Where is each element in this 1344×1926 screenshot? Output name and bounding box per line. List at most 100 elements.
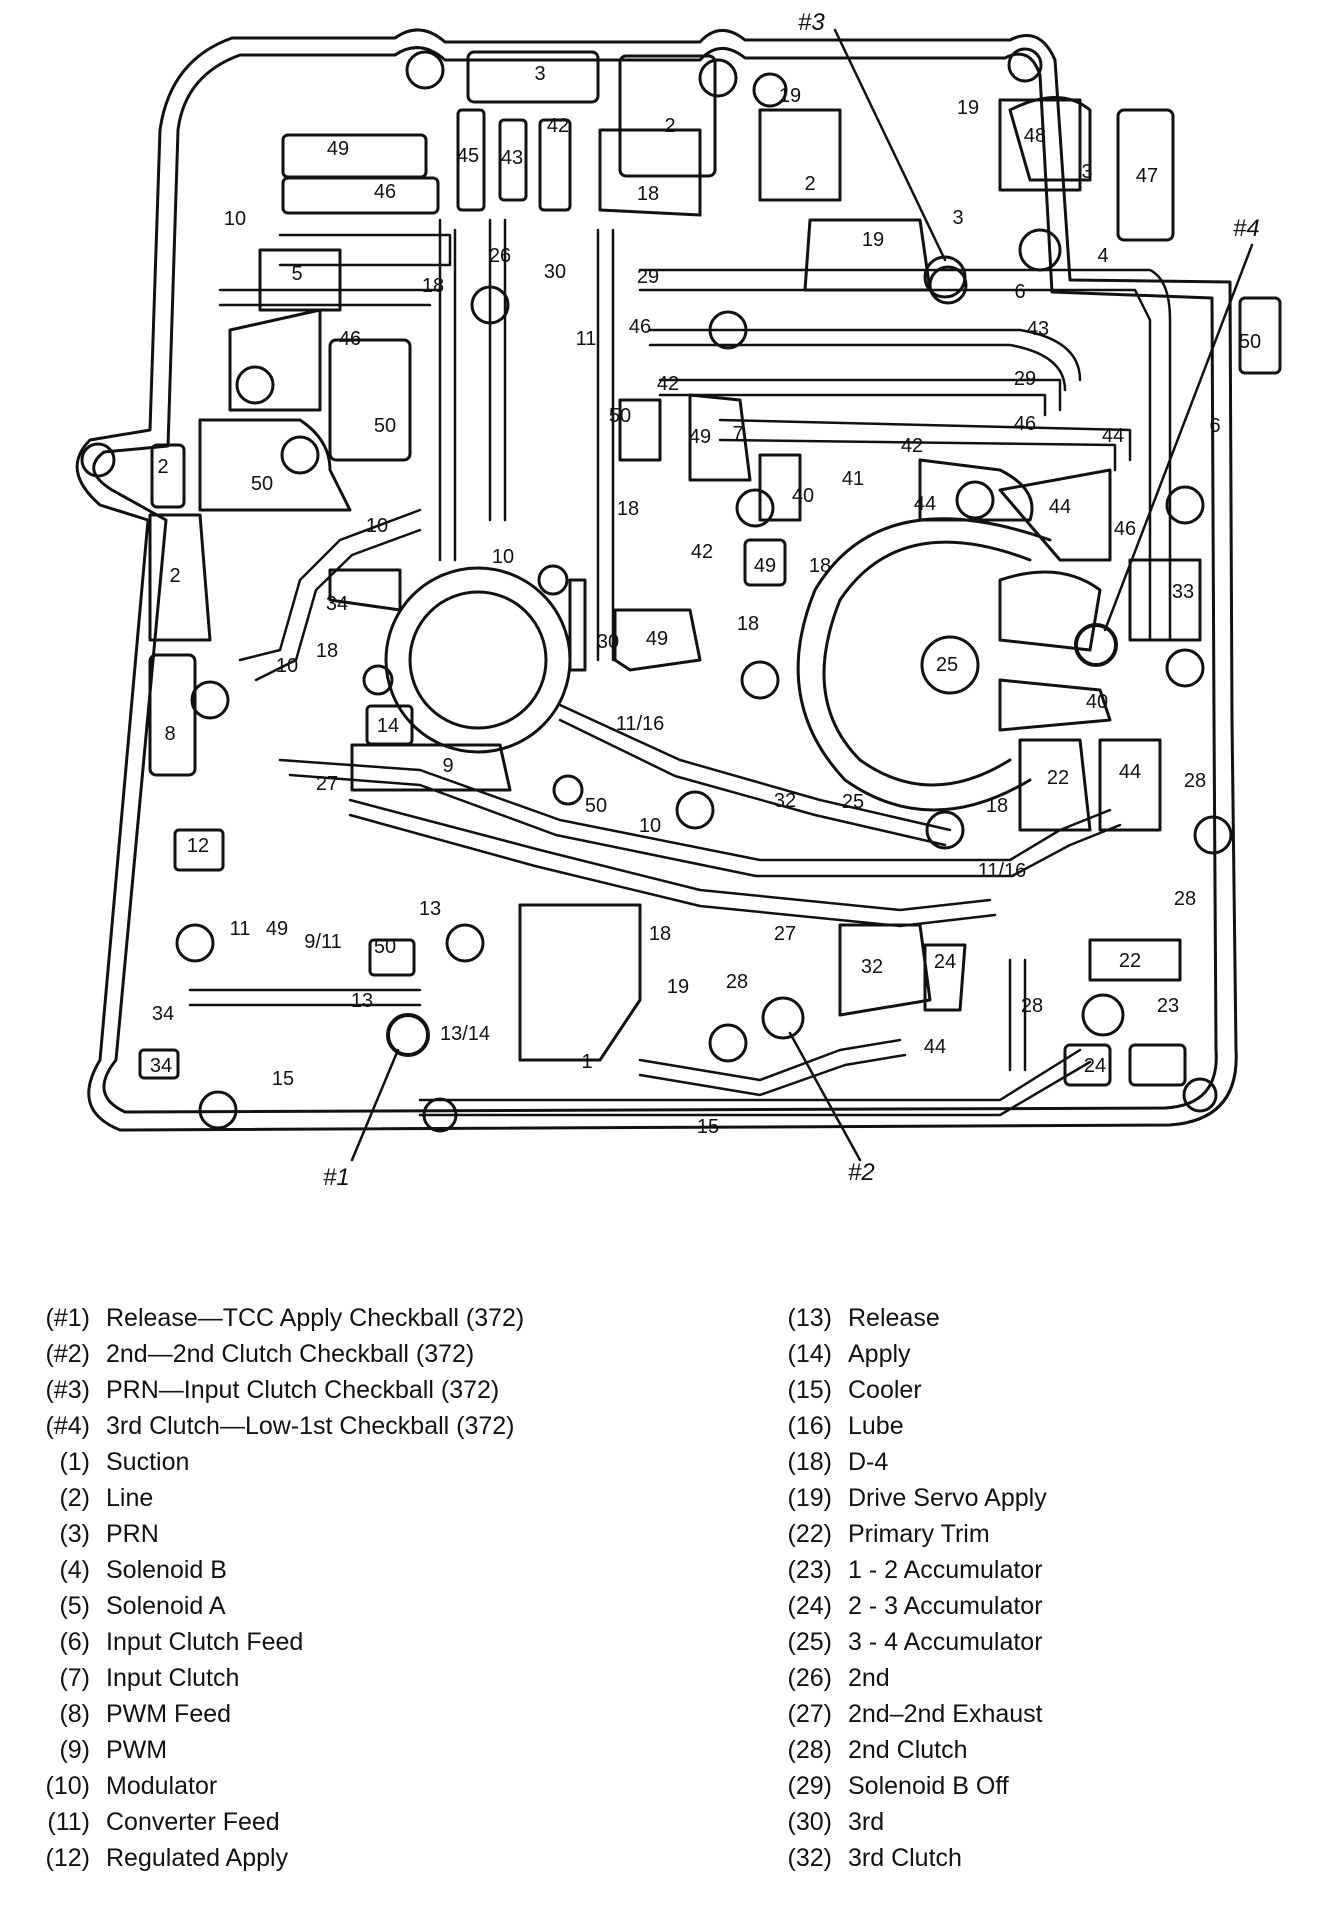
label-50: 50 — [374, 415, 396, 437]
label-23: 23 — [1157, 995, 1179, 1017]
legend-code: (7) — [59, 1664, 90, 1692]
legend-item: (24) 2 - 3 Accumulator — [760, 1588, 1047, 1624]
label-43: 43 — [501, 147, 523, 169]
legend-item: (5)Solenoid A — [18, 1588, 524, 1624]
label-44: 44 — [1102, 425, 1124, 447]
legend-item: (27)2nd–2nd Exhaust — [760, 1696, 1047, 1732]
legend-item: (12)Regulated Apply — [18, 1840, 524, 1876]
label-2: 2 — [157, 456, 168, 478]
legend-code: (22) — [787, 1520, 832, 1548]
label-24: 24 — [1084, 1055, 1106, 1077]
label-47: 47 — [1136, 165, 1158, 187]
label-10: 10 — [492, 546, 514, 568]
accumulator-bore-outer — [796, 517, 1052, 812]
label-11: 11 — [230, 918, 251, 940]
legend-label: Modulator — [106, 1772, 218, 1800]
legend-item: (7)Input Clutch — [18, 1660, 524, 1696]
legend-label: 3rd — [848, 1808, 885, 1836]
legend-code: (4) — [59, 1556, 90, 1584]
label-49: 49 — [646, 628, 668, 650]
legend-label: Solenoid A — [106, 1592, 226, 1620]
legend-label: PRN—Input Clutch Checkball (372) — [106, 1376, 500, 1404]
legend-code: (16) — [787, 1412, 832, 1440]
legend-label: Release—TCC Apply Checkball (372) — [106, 1304, 525, 1332]
label-18: 18 — [617, 498, 639, 520]
label-33: 33 — [1172, 581, 1194, 603]
legend-right: (13)Release(14)Apply(15)Cooler(16)Lube(1… — [760, 1300, 1047, 1876]
legend-item: (28)2nd Clutch — [760, 1732, 1047, 1768]
label-19: 19 — [667, 976, 689, 998]
legend-label: D-4 — [848, 1448, 889, 1476]
label-29: 29 — [1014, 368, 1036, 390]
checkball-3 — [923, 255, 967, 299]
legend-code: (18) — [787, 1448, 832, 1476]
label-8: 8 — [164, 723, 175, 745]
label-32: 32 — [861, 956, 883, 978]
legend-item: (14)Apply — [760, 1336, 1047, 1372]
legend-code: (#3) — [45, 1376, 90, 1404]
legend-left: (#1)Release—TCC Apply Checkball (372)(#2… — [18, 1300, 525, 1876]
label-44: 44 — [1119, 761, 1141, 783]
label-24: 24 — [934, 951, 956, 973]
legend-code: (30) — [787, 1808, 832, 1836]
label-19: 19 — [957, 97, 979, 119]
label-42: 42 — [691, 541, 713, 563]
legend-item: (10)Modulator — [18, 1768, 524, 1804]
legend-item: (30) 3rd — [760, 1804, 1047, 1840]
label-42: 42 — [901, 435, 923, 457]
valve-body-diagram: 3 2 42 49 45 43 19 19 48 47 3 46 18 2 10… — [75, 9, 1282, 1191]
label-40: 40 — [1086, 691, 1108, 713]
legend-label: Drive Servo Apply — [848, 1484, 1047, 1512]
checkballs — [386, 255, 1118, 1057]
legend-code: (26) — [787, 1664, 832, 1692]
plate-outline-outer — [75, 28, 1238, 1132]
label-11/16: 11/16 — [616, 713, 665, 735]
label-14: 14 — [377, 715, 399, 737]
label-46: 46 — [1114, 518, 1136, 540]
legend-item: (15)Cooler — [760, 1372, 1047, 1408]
label-29: 29 — [637, 266, 659, 288]
legend-label: 2 - 3 Accumulator — [848, 1592, 1043, 1620]
label-49: 49 — [266, 918, 288, 940]
legend-code: (23) — [787, 1556, 832, 1584]
legend-item: (13)Release — [760, 1300, 1047, 1336]
label-22: 22 — [1047, 767, 1069, 789]
legend-item: (#2)2nd—2nd Clutch Checkball (372) — [18, 1336, 524, 1372]
legend-code: (25) — [787, 1628, 832, 1656]
plate-outline-inner — [92, 46, 1218, 1114]
label-19: 19 — [862, 229, 884, 251]
legend-item: (#1)Release—TCC Apply Checkball (372) — [18, 1300, 525, 1336]
label-9: 9 — [442, 755, 453, 777]
checkball-2 — [761, 996, 805, 1040]
label-26: 26 — [489, 245, 511, 267]
bolt-holes — [80, 47, 1233, 1133]
label-50: 50 — [609, 405, 631, 427]
legend-label: 1 - 2 Accumulator — [848, 1556, 1043, 1584]
legend-label: PWM Feed — [106, 1700, 232, 1728]
label-50: 50 — [374, 936, 396, 958]
legend-item: (11)Converter Feed — [18, 1804, 524, 1840]
checkball-label-1: #1 — [323, 1164, 350, 1191]
label-3: 3 — [952, 207, 963, 229]
label-49: 49 — [754, 555, 776, 577]
label-18: 18 — [809, 555, 831, 577]
label-10: 10 — [224, 208, 246, 230]
label-18: 18 — [649, 923, 671, 945]
label-49: 49 — [689, 426, 711, 448]
legend-item: (16)Lube — [760, 1408, 1047, 1444]
legend-code: (29) — [787, 1772, 832, 1800]
label-15: 15 — [272, 1068, 294, 1090]
label-6: 6 — [1209, 415, 1220, 437]
legend-code: (19) — [787, 1484, 832, 1512]
label-46: 46 — [629, 316, 651, 338]
legend-item: (23) 1 - 2 Accumulator — [760, 1552, 1047, 1588]
legend-label: Line — [106, 1484, 154, 1512]
label-40: 40 — [792, 485, 814, 507]
legend-item: (22)Primary Trim — [760, 1516, 1047, 1552]
legend-label: Converter Feed — [106, 1808, 280, 1836]
label-30: 30 — [544, 261, 566, 283]
label-44: 44 — [924, 1036, 946, 1058]
legend-code: (24) — [787, 1592, 832, 1620]
leader-lines — [350, 28, 1254, 1162]
label-30: 30 — [597, 631, 619, 653]
